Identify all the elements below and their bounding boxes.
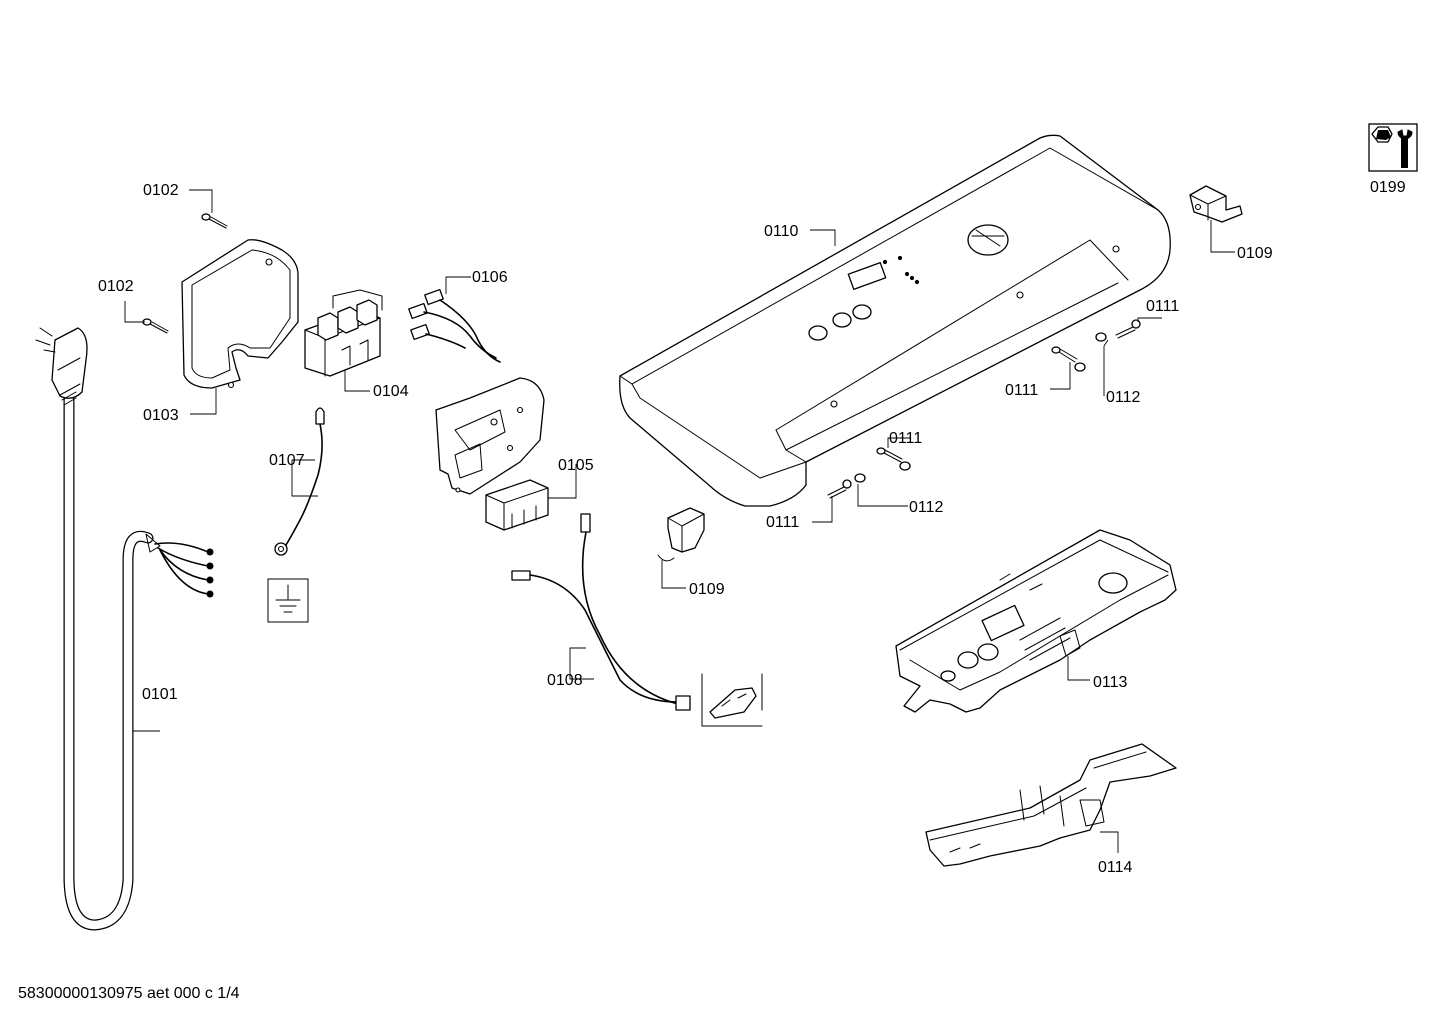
clip-0109-small xyxy=(657,507,705,562)
washer-0112-d xyxy=(854,473,866,483)
screw-0111-a xyxy=(1115,319,1141,339)
label-0103: 0103 xyxy=(143,407,179,424)
part-labels: 0102 0102 0103 0104 0106 0105 0107 0108 … xyxy=(98,179,1406,876)
control-panel-0110 xyxy=(619,134,1171,507)
label-0105: 0105 xyxy=(558,457,594,474)
label-0114: 0114 xyxy=(1098,859,1133,876)
label-0101: 0101 xyxy=(142,686,178,703)
washer-0112-c xyxy=(899,461,911,471)
relay-0105 xyxy=(485,479,549,531)
wire-harness-0106 xyxy=(408,288,501,363)
label-0111-d: 0111 xyxy=(766,514,799,531)
label-0113: 0113 xyxy=(1093,674,1128,691)
terminal-block xyxy=(304,289,383,377)
label-0110: 0110 xyxy=(764,223,799,240)
label-0104: 0104 xyxy=(373,383,409,400)
label-0106: 0106 xyxy=(472,269,508,286)
label-0112-b: 0112 xyxy=(909,499,944,516)
screw-0111-c xyxy=(876,447,903,463)
support-bracket-0114 xyxy=(925,743,1177,867)
wrench-icon xyxy=(1368,123,1418,172)
washer-0112-b xyxy=(1074,362,1086,372)
label-0111-b: 0111 xyxy=(1005,382,1038,399)
switch-detail-inset xyxy=(701,673,763,727)
label-0111-a: 0111 xyxy=(1146,298,1179,315)
ground-wire xyxy=(274,407,325,556)
electronic-module-0113 xyxy=(895,529,1177,713)
label-0109-upper: 0109 xyxy=(1237,245,1273,262)
label-0102-top: 0102 xyxy=(143,182,179,199)
terminal-cover xyxy=(181,239,299,389)
label-0107: 0107 xyxy=(269,452,305,469)
label-0111-c: 0111 xyxy=(889,430,922,447)
mounting-plate xyxy=(435,377,545,495)
label-0109-small: 0109 xyxy=(689,581,725,598)
screw-0111-b xyxy=(1051,346,1078,363)
screw-0102-left xyxy=(142,318,169,334)
washer-0112-a xyxy=(1095,332,1107,342)
label-0112-a: 0112 xyxy=(1106,389,1141,406)
label-0199: 0199 xyxy=(1370,179,1406,196)
label-0108: 0108 xyxy=(547,672,583,689)
wire-harness-0108 xyxy=(511,513,691,711)
leader-lines xyxy=(124,189,1235,853)
label-0102-left: 0102 xyxy=(98,278,134,295)
document-footer-code: 58300000130975 aet 000 c 1/4 xyxy=(18,985,240,1002)
ground-symbol-icon xyxy=(267,578,309,623)
screw-0102-top xyxy=(201,213,228,229)
screw-0111-d xyxy=(827,479,852,499)
clip-0109-upper xyxy=(1189,185,1243,223)
power-cord xyxy=(35,327,214,931)
